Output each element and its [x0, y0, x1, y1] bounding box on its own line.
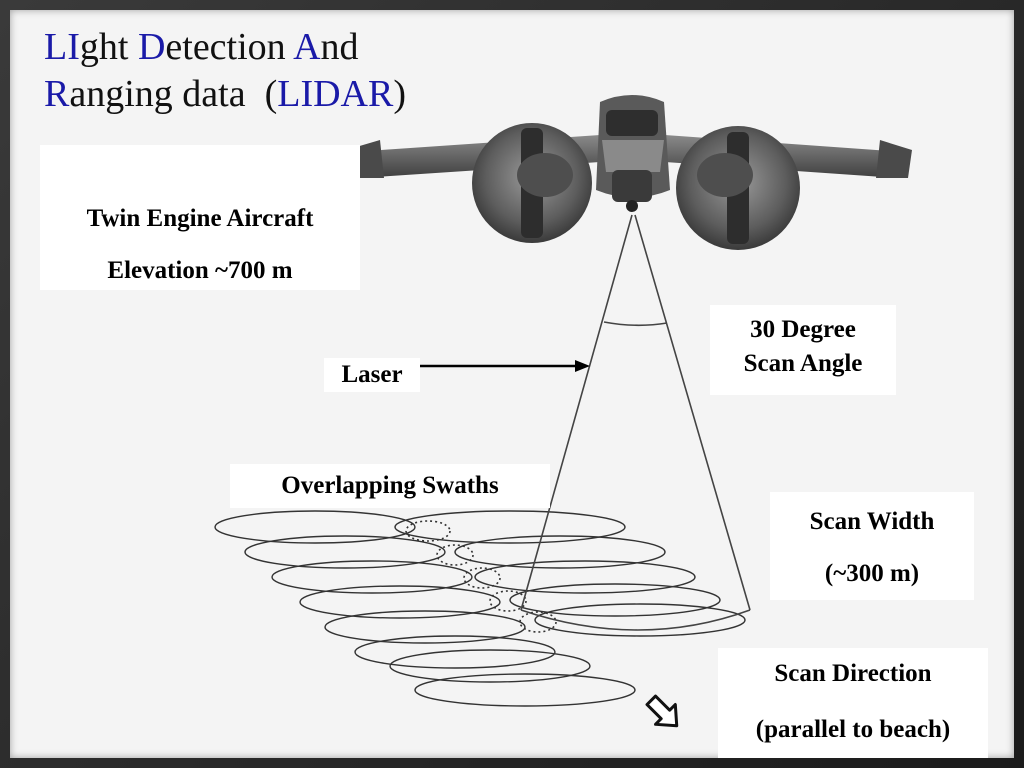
scan-angle-line-1: 30 Degree: [750, 316, 856, 343]
laser-label: Laser: [324, 358, 420, 392]
title-segment: A: [293, 26, 321, 68]
slide-panel: LIght Detection And Ranging data (LIDAR)…: [10, 10, 1014, 758]
swath-ellipse: [509, 583, 721, 617]
title-segment: etection: [165, 26, 294, 68]
swath-ellipse: [354, 635, 556, 669]
scan-direction-line-1: Scan Direction: [774, 660, 932, 687]
swath-ellipse: [244, 535, 446, 569]
overlapping-swaths-label: Overlapping Swaths: [230, 464, 550, 508]
title-segment: R: [44, 73, 70, 115]
cone-right-edge: [634, 214, 751, 611]
title-segment: ght: [79, 26, 138, 68]
swath-ellipse: [454, 535, 666, 569]
title-segment: D: [137, 26, 166, 68]
title-segment: anging data (: [69, 73, 278, 115]
title-line-2: Ranging data (LIDAR): [44, 71, 406, 118]
title-line-1: LIght Detection And: [44, 24, 406, 71]
swath-ellipse: [214, 510, 416, 544]
scan-width-line-1: Scan Width: [809, 508, 935, 535]
overlap-loop: [463, 567, 501, 589]
scan-angle-label: 30 Degree Scan Angle: [710, 305, 896, 395]
scan-angle-arc: [603, 321, 668, 327]
scan-direction-label: Scan Direction (parallel to beach): [718, 648, 988, 758]
title-segment: nd: [320, 26, 359, 68]
swath-ellipse: [389, 649, 591, 683]
swath-ellipse: [474, 560, 696, 594]
swath-ellipse: [414, 673, 636, 707]
swath-ellipse: [271, 560, 473, 594]
scan-width-line-2: (~300 m): [824, 560, 920, 587]
scan-angle-line-2: Scan Angle: [743, 350, 863, 377]
elevation-text: Elevation ~700 m: [107, 257, 293, 284]
overlap-loop: [519, 611, 557, 633]
scan-width-label: Scan Width (~300 m): [770, 492, 974, 600]
swath-ellipse: [324, 610, 526, 644]
aircraft-label: Twin Engine Aircraft Elevation ~700 m: [40, 145, 360, 290]
swath-ellipse: [534, 603, 746, 637]
page-title: LIght Detection And Ranging data (LIDAR): [44, 24, 406, 118]
cone-left-edge: [520, 214, 633, 611]
scan-direction-arrow: [645, 694, 679, 728]
cone-base-ellipse: [520, 609, 751, 631]
laser-arrow: [413, 360, 590, 372]
swath-ellipse: [299, 585, 501, 619]
laser-cone: [520, 214, 751, 631]
scan-direction-line-2: (parallel to beach): [755, 716, 951, 743]
overlap-loop: [405, 520, 451, 542]
aircraft-image: [346, 95, 912, 250]
overlap-loop: [436, 544, 474, 566]
title-segment: LIDAR: [277, 73, 394, 115]
aircraft-type-text: Twin Engine Aircraft: [86, 205, 314, 232]
swath-ellipse: [394, 510, 626, 544]
lidar-diagram: [214, 95, 912, 728]
title-segment: ): [393, 73, 406, 115]
title-segment: LI: [44, 26, 80, 68]
overlap-loop: [489, 590, 527, 612]
swath-ellipses: [214, 510, 746, 707]
